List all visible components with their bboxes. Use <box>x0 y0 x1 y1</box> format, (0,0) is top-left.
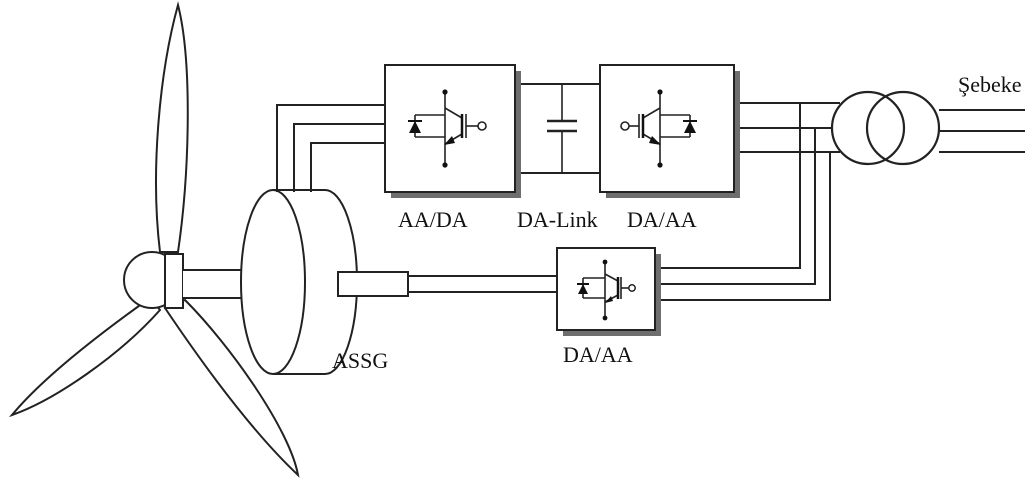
inverter-label: DA/AA <box>627 207 697 232</box>
rotor-converter-wires <box>661 103 831 301</box>
dc-link-label: DA-Link <box>517 207 598 232</box>
rectifier-label: AA/DA <box>398 207 468 232</box>
generator-icon <box>240 189 358 375</box>
igbt-diode-icon <box>577 259 636 321</box>
rotor-converter-label: DA/AA <box>563 342 633 367</box>
rotor-connection <box>337 271 557 297</box>
stator-wires <box>276 104 385 192</box>
rotor-converter-box <box>556 247 661 336</box>
grid-label: Şebeke <box>958 72 1022 97</box>
igbt-diode-icon <box>620 89 697 168</box>
inverter-box <box>599 64 740 198</box>
transformer-icon <box>830 90 941 166</box>
hub-cap <box>164 253 184 309</box>
dc-link <box>521 83 600 174</box>
rectifier-box <box>384 64 521 198</box>
capacitor-icon <box>547 84 577 173</box>
inverter-output-wires <box>740 102 840 153</box>
wind-turbine-icon <box>8 1 300 478</box>
grid-wires <box>939 109 1025 153</box>
blade-upper <box>155 1 189 253</box>
generator-label: ASSG <box>332 348 388 373</box>
blade-lower-left <box>8 296 162 418</box>
blade-lower-right <box>163 298 300 478</box>
igbt-diode-icon <box>408 89 487 168</box>
